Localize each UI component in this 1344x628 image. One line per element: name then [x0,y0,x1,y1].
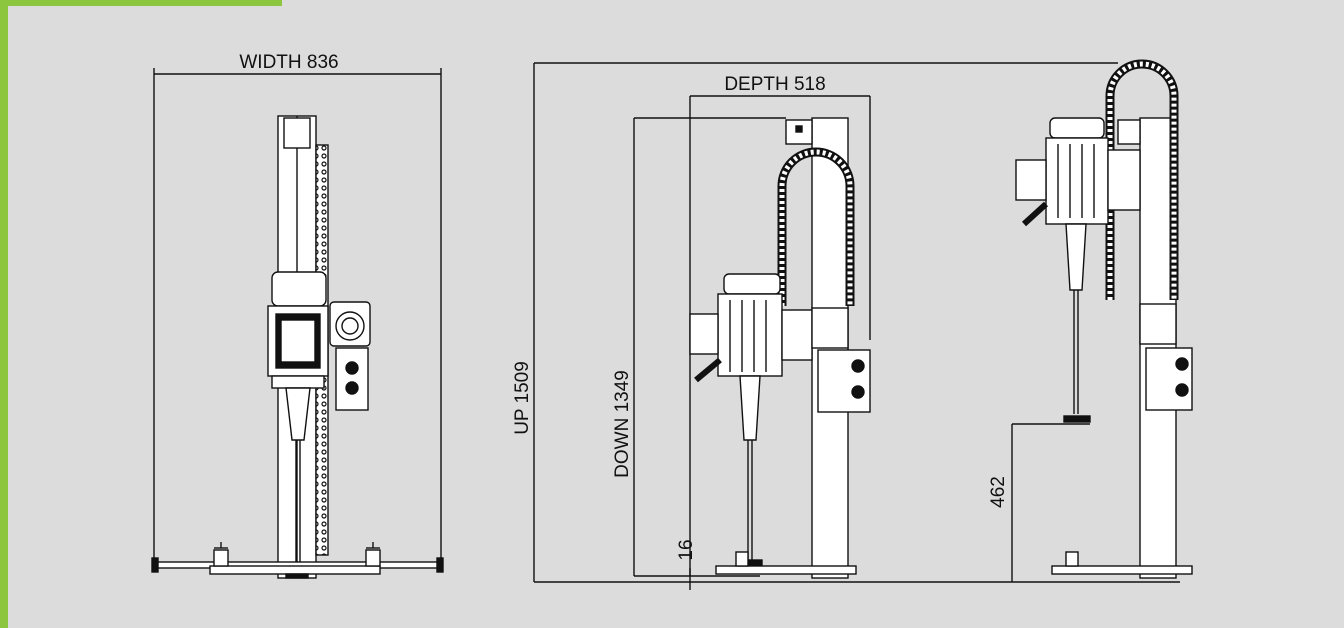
down-height-label: DOWN 1349 [612,370,633,478]
front-motor-top [271,271,327,307]
width-label: WIDTH 836 [239,52,338,73]
front-coupling [285,387,311,441]
motor-mount-down [781,309,813,361]
accent-tab [0,0,282,6]
front-clamp-left [213,542,229,567]
front-view [151,68,444,579]
base-plate-down [715,565,857,575]
raised-clearance-label: 462 [988,476,1009,508]
impeller-up [1063,415,1091,423]
side-view-down [533,62,1180,590]
front-base-plate [209,565,381,575]
side-motor-top-down [723,273,781,295]
up-height-label: UP 1509 [512,361,533,435]
base-plate-up [1051,565,1193,575]
width-dimension-line [153,68,442,570]
front-motor-flange [271,375,325,389]
side-motor-body-up [1045,137,1109,225]
side-motor-body-down [717,293,783,377]
drag-chain-up [1107,61,1177,300]
column-cap [283,117,311,149]
coupling-up [1065,223,1087,291]
front-clamp-right [365,542,381,567]
front-switch-panel [335,347,369,411]
depth-label: DEPTH 518 [724,74,825,95]
switch-panel-up [1145,347,1193,411]
coupling-down [739,375,761,441]
bottom-clearance-label: 16 [676,539,697,560]
column-cap-up [1117,119,1141,145]
side-motor-top-up [1049,117,1105,139]
switch-panel-down [817,349,871,413]
motor-mount-up [1107,149,1141,211]
accent-bar [0,0,8,628]
control-box-up [1139,303,1177,345]
terminal-box-up [1015,159,1047,201]
control-box-down [811,307,849,349]
side-view-up [1011,59,1193,582]
terminal-box-down [689,313,719,355]
